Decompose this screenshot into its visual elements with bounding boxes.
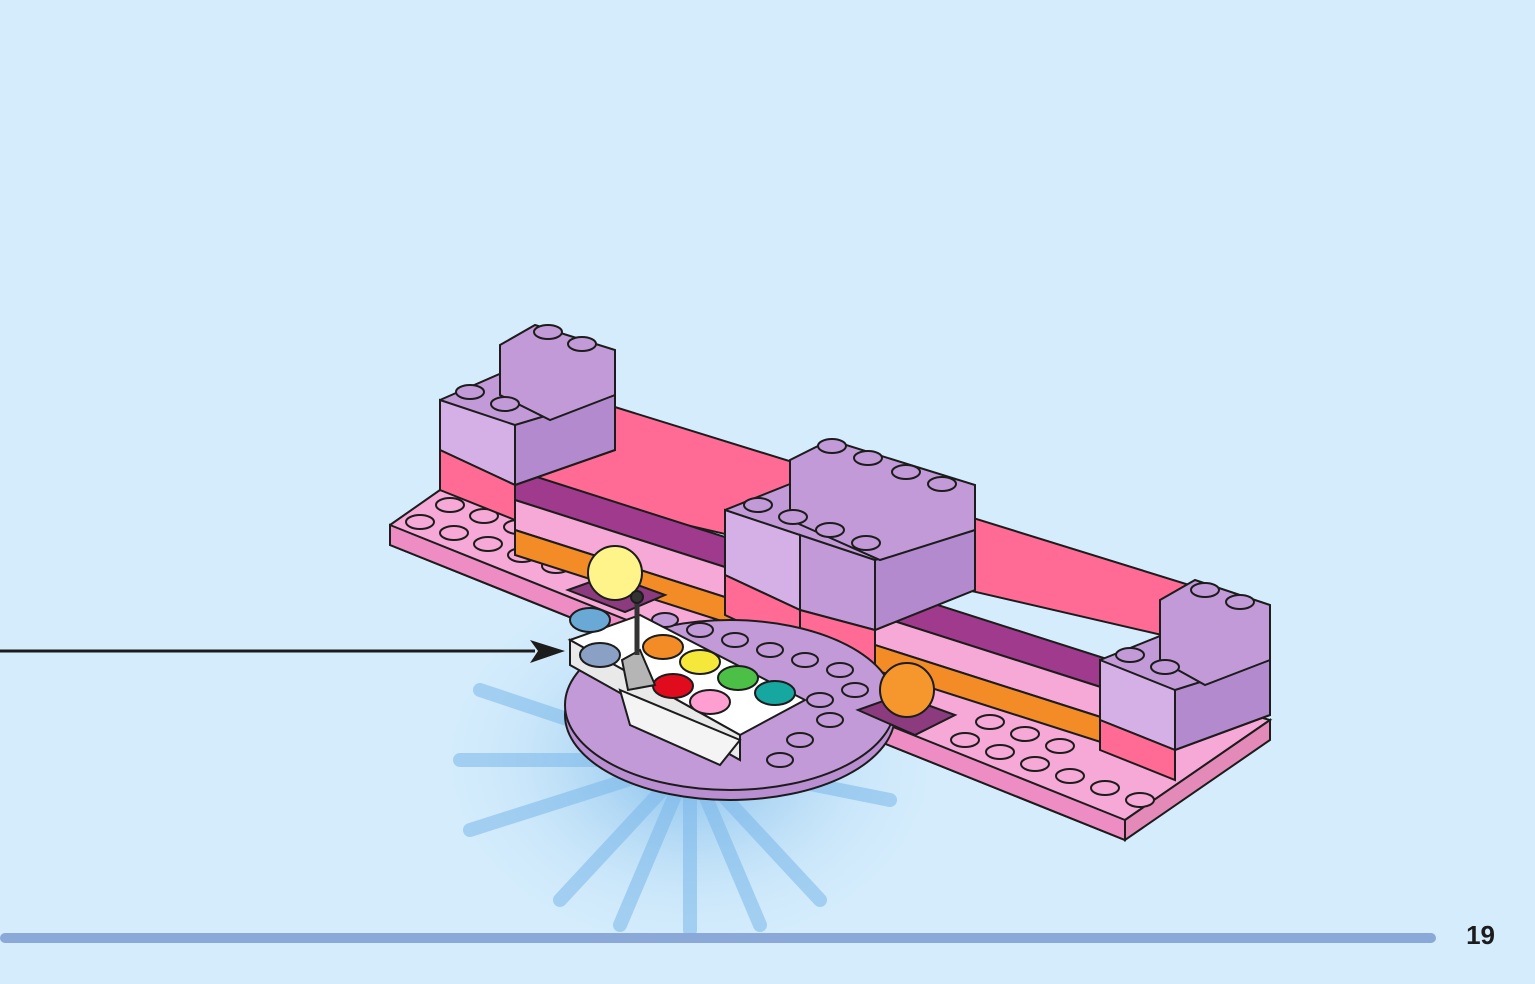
left-armrest	[439, 323, 616, 522]
joystick	[620, 590, 657, 692]
right-armrest	[1099, 578, 1271, 782]
lamp-orange	[879, 662, 935, 718]
arrow-right-icon	[0, 640, 565, 663]
page-number: 19	[1466, 920, 1495, 950]
page-progress-bar	[0, 933, 1436, 943]
base-studs-right	[950, 714, 1155, 808]
lamp-yellow	[587, 545, 643, 601]
middle-armrest	[724, 438, 976, 667]
game-console	[567, 590, 808, 767]
console-buttons	[569, 607, 796, 715]
